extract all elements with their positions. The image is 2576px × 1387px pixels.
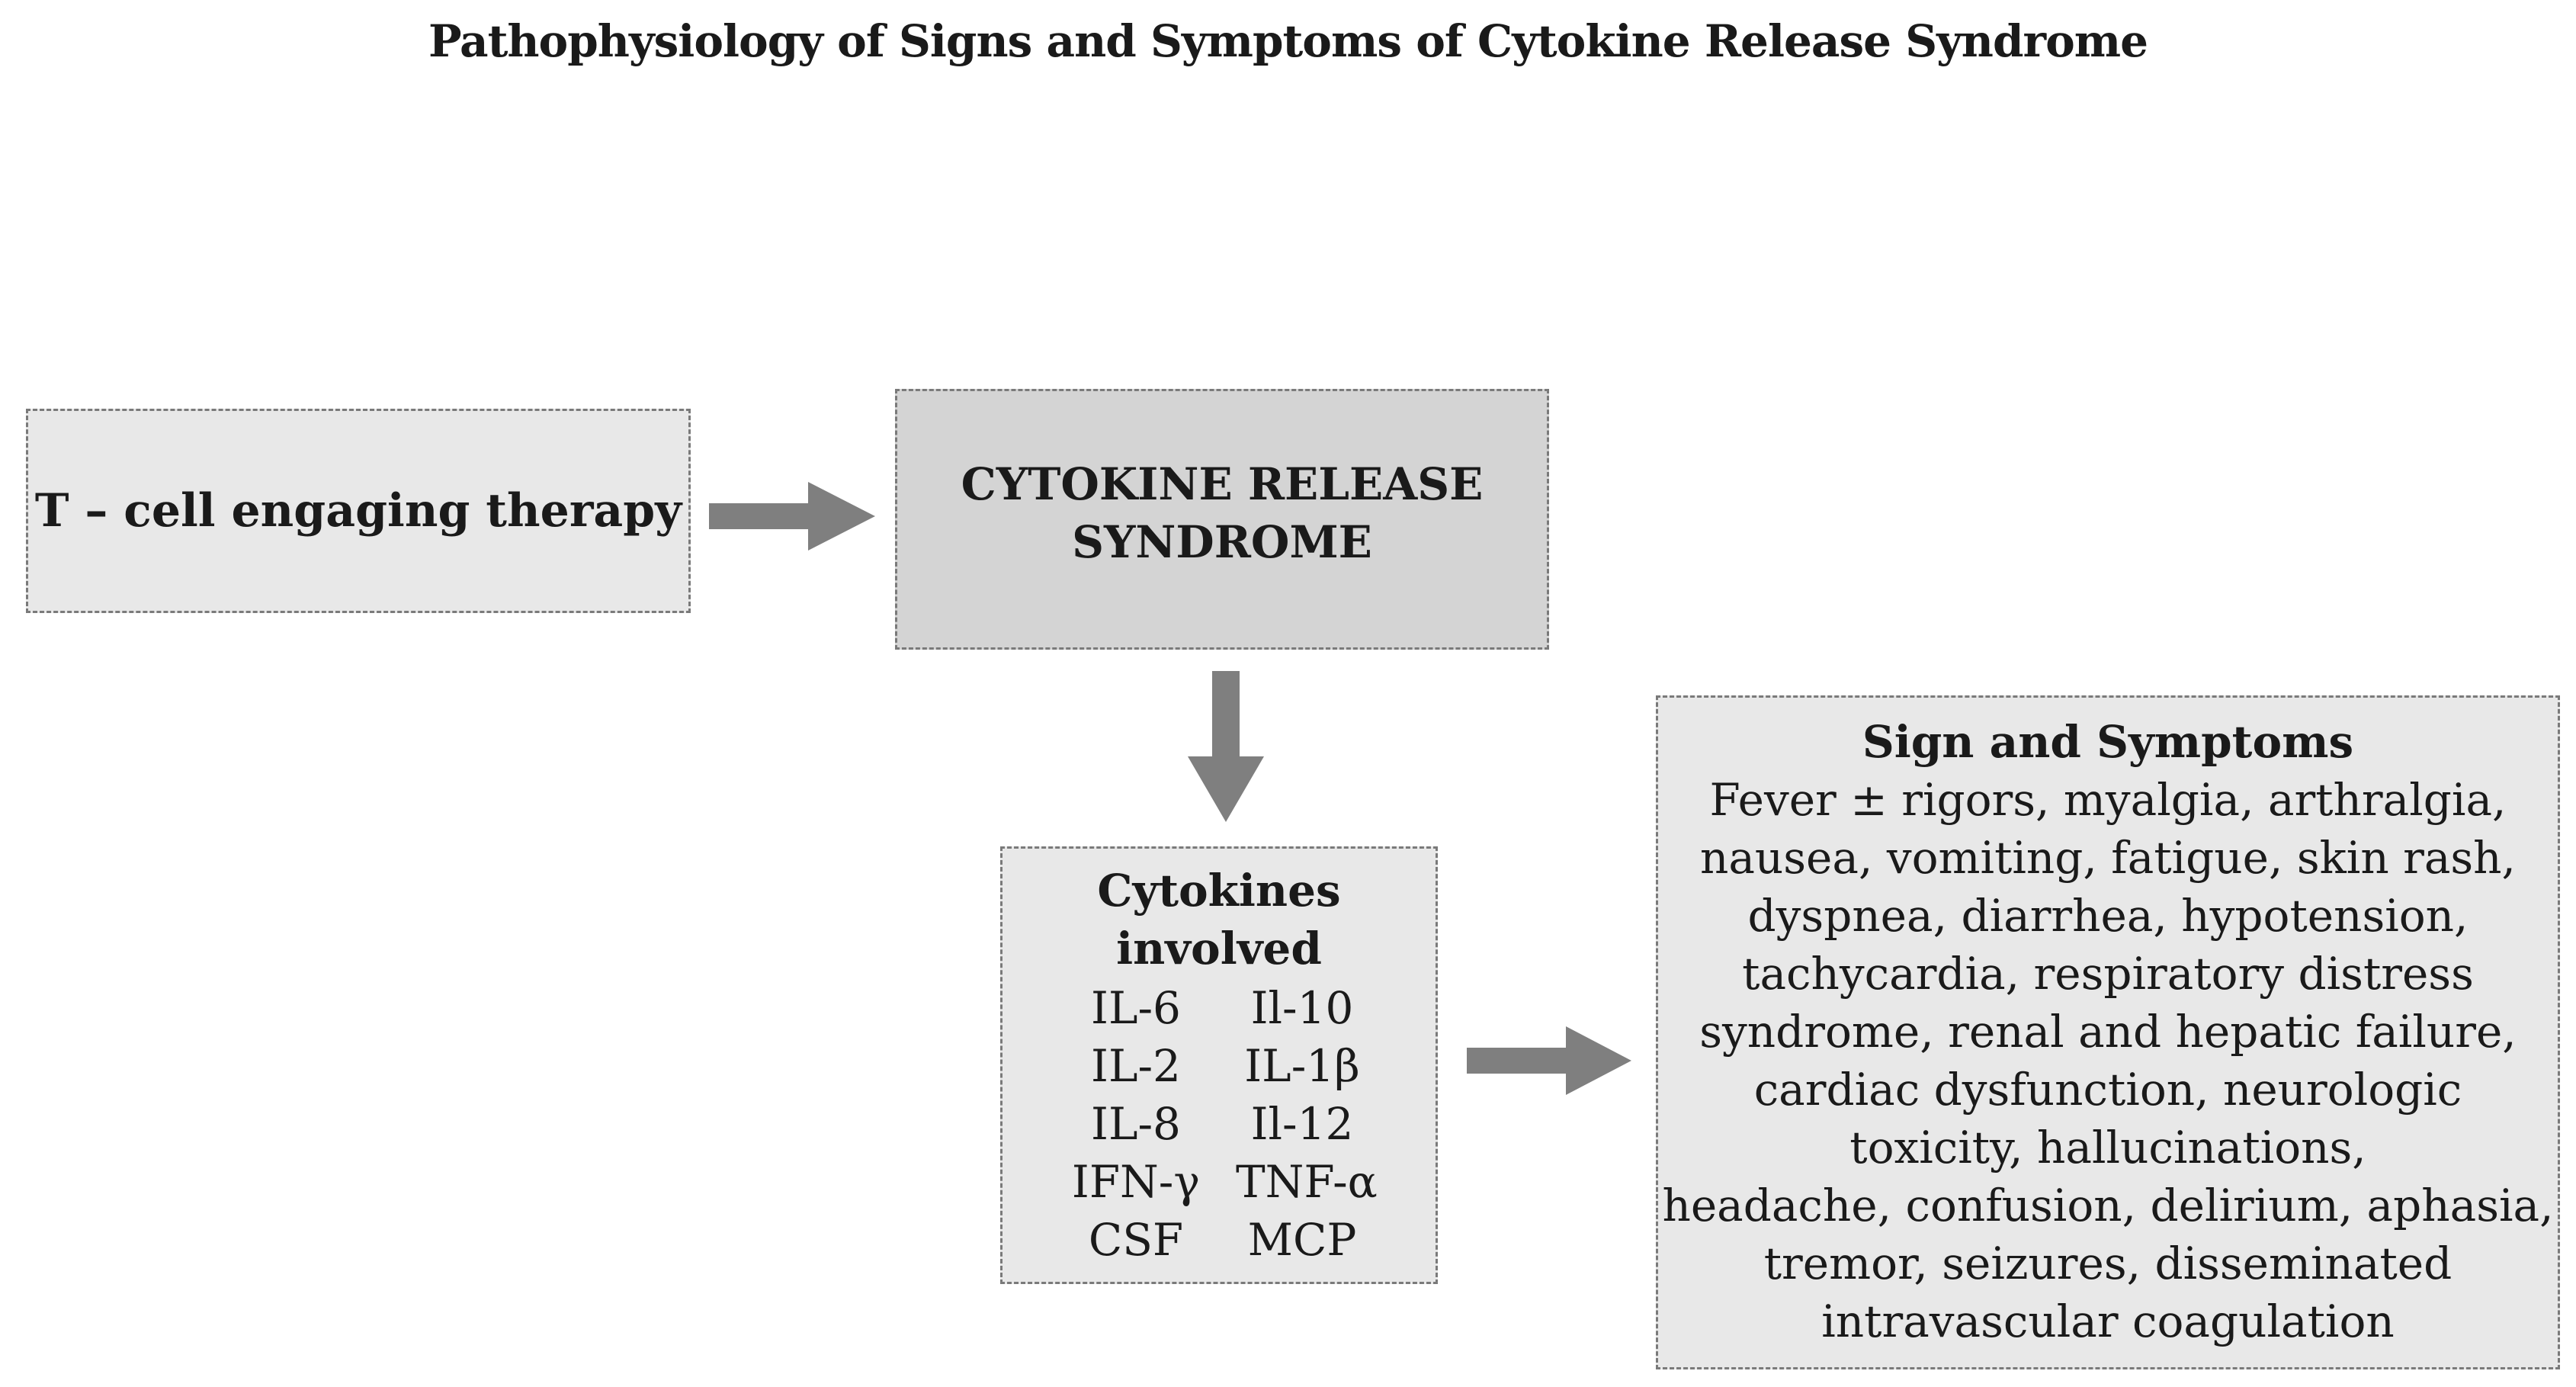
symptom-line: intravascular coagulation xyxy=(1821,1295,2395,1347)
crs-label-line1: CYTOKINE RELEASE xyxy=(961,458,1484,510)
symptom-line: dyspnea, diarrhea, hypotension, xyxy=(1747,890,2469,942)
crs-label-line2: SYNDROME xyxy=(1072,516,1372,568)
arrow-down-crs-to-cytokines xyxy=(1188,671,1264,822)
symptom-line: toxicity, hallucinations, xyxy=(1849,1122,2366,1173)
cytokines-box: Cytokines involved IL-6 Il-10 IL-2 IL-1β… xyxy=(1000,846,1438,1284)
symptom-line: tachycardia, respiratory distress xyxy=(1742,948,2474,1000)
symptom-line: cardiac dysfunction, neurologic xyxy=(1753,1064,2462,1116)
cytokine-item: CSF xyxy=(1088,1214,1184,1266)
therapy-box: T – cell engaging therapy xyxy=(26,409,691,613)
symptom-line: nausea, vomiting, fatigue, skin rash, xyxy=(1700,832,2516,884)
diagram-title: Pathophysiology of Signs and Symptoms of… xyxy=(428,15,2148,67)
arrow-right-therapy-to-crs xyxy=(709,482,875,551)
cytokines-heading-line1: Cytokines xyxy=(1097,865,1341,917)
cytokine-item: IFN-γ xyxy=(1071,1156,1201,1208)
cytokine-item: Il-10 xyxy=(1250,982,1354,1034)
arrow-right-cytokines-to-symptoms xyxy=(1467,1026,1631,1095)
symptoms-heading: Sign and Symptoms xyxy=(1862,716,2354,768)
cytokine-item: IL-6 xyxy=(1091,982,1181,1034)
cytokine-item: IL-1β xyxy=(1244,1040,1360,1092)
symptom-line: tremor, seizures, disseminated xyxy=(1763,1238,2452,1289)
therapy-label: T – cell engaging therapy xyxy=(34,484,682,538)
cytokine-item: Il-12 xyxy=(1250,1098,1354,1150)
cytokine-item: IL-8 xyxy=(1091,1098,1181,1150)
cytokine-item: IL-2 xyxy=(1091,1040,1181,1092)
cytokine-item: MCP xyxy=(1247,1214,1357,1266)
symptom-line: syndrome, renal and hepatic failure, xyxy=(1699,1006,2517,1058)
symptom-line: Fever ± rigors, myalgia, arthralgia, xyxy=(1709,774,2507,826)
symptom-line: headache, confusion, delirium, aphasia, xyxy=(1662,1180,2554,1231)
cytokine-list: IL-6 Il-10 IL-2 IL-1β IL-8 Il-12 IFN-γ T… xyxy=(1070,979,1378,1269)
crs-box: CYTOKINE RELEASE SYNDROME xyxy=(895,389,1549,650)
cytokine-item: TNF-α xyxy=(1236,1156,1378,1208)
cytokines-heading-line2: involved xyxy=(1116,923,1322,974)
symptoms-box: Sign and Symptoms Fever ± rigors, myalgi… xyxy=(1656,695,2560,1369)
